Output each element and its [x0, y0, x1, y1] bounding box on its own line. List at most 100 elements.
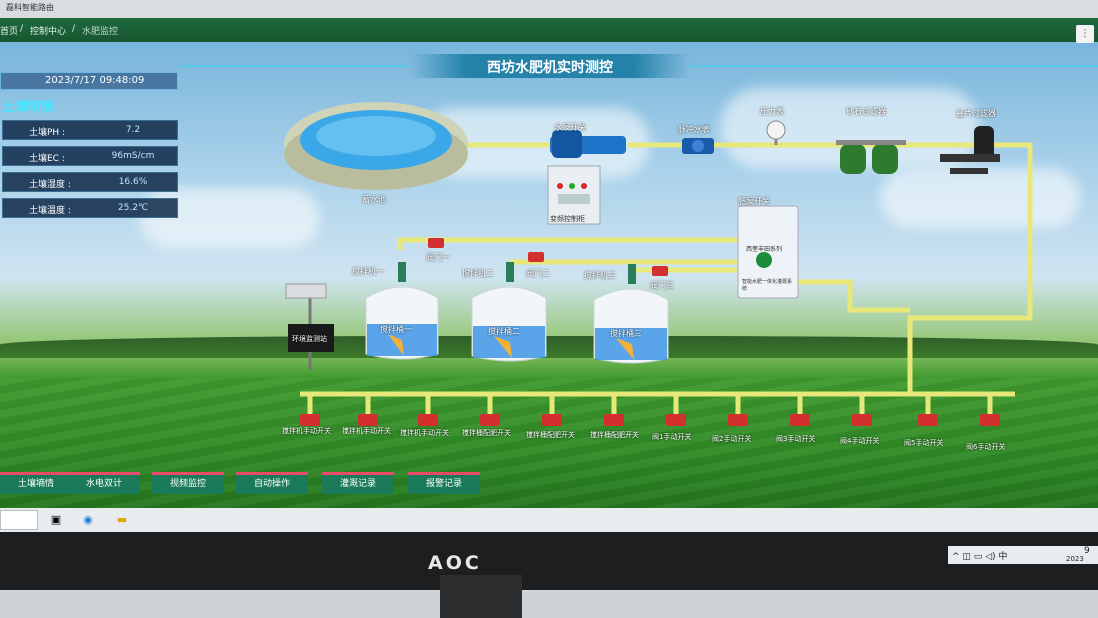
water-pool	[284, 102, 468, 190]
breadcrumb-control-center[interactable]: 控制中心	[30, 27, 67, 37]
nav-video-monitor[interactable]: 视频监控	[152, 472, 224, 494]
valve-three[interactable]	[652, 266, 668, 276]
mixer-label: 搅拌机一	[352, 267, 384, 276]
field-switch-label[interactable]: 搅拌桶配肥开关	[590, 431, 639, 439]
pool-label: 蓄水池	[362, 195, 386, 204]
field-valve-group	[300, 414, 1000, 426]
system-tray: ^ ◫ ▭ ◁) 中 9 2023	[948, 546, 1098, 564]
field-switch-label[interactable]: 阀3手动开关	[776, 435, 816, 443]
valve-label: 阀门二	[526, 269, 550, 278]
banner-line-right	[690, 65, 1098, 67]
valve-label: 阀门一	[426, 253, 450, 262]
windows-taskbar: ▣ ◉ ▬	[0, 508, 1098, 532]
field-switch-label[interactable]: 搅拌桶配肥开关	[462, 429, 511, 437]
file-explorer-icon[interactable]: ▬	[116, 513, 128, 526]
soil-section-title: 土壤墒情	[2, 100, 55, 115]
datetime-text: 2023/7/17 09:48:09	[45, 75, 145, 86]
field-switch-label[interactable]: 搅拌桶配肥开关	[526, 431, 575, 439]
fert-pump-switch-label: 肥泵开关	[738, 197, 770, 206]
sensor-value: 16.6%	[118, 177, 148, 187]
mixer-label: 搅拌机三	[584, 271, 616, 280]
breadcrumb-separator: /	[72, 24, 76, 34]
breadcrumb: 首页 / 控制中心 / 水肥监控 ⋮	[0, 18, 1098, 43]
field-switch-label[interactable]: 阀4手动开关	[840, 437, 880, 445]
water-pump[interactable]	[550, 130, 626, 158]
pressure-gauge	[766, 120, 786, 145]
vfd-label: 变频控制柜	[550, 215, 585, 223]
monitor-stand	[440, 575, 522, 618]
sensor-label: 土壤PH :	[29, 128, 66, 138]
vfd-cabinet[interactable]	[547, 165, 601, 225]
sensor-humidity: 土壤湿度 : 16.6%	[2, 172, 178, 192]
datetime-display: 2023/7/17 09:48:09	[0, 72, 178, 90]
tank-label: 搅拌桶二	[488, 327, 520, 336]
field-switch-label[interactable]: 阀5手动开关	[904, 439, 944, 447]
disc-filter-label: 叠片过滤器	[956, 109, 996, 118]
tray-clock-bottom[interactable]: 2023	[1066, 555, 1084, 563]
banner-line-left	[180, 65, 410, 67]
pump-switch-label: 水泵开关	[554, 123, 586, 132]
scada-screen: 首页 / 控制中心 / 水肥监控 ⋮ 西坊水肥机实时测控 2023/7/17 0…	[0, 18, 1098, 532]
valve-two[interactable]	[528, 252, 544, 262]
field-switch-label[interactable]: 阀1手动开关	[652, 433, 692, 441]
tree-line	[0, 336, 1098, 358]
nav-water-power[interactable]: 水电双计	[68, 472, 140, 494]
sensor-value: 96mS/cm	[111, 151, 155, 161]
sensor-ph: 土壤PH : 7.2	[2, 120, 178, 140]
field-rows	[0, 378, 1098, 518]
tank-label: 搅拌桶三	[610, 329, 642, 338]
sand-filter-label: 砂石过滤器	[846, 107, 886, 116]
pressure-gauge-label: 压力表	[760, 107, 784, 116]
monitor-brand-logo: AOC	[428, 552, 482, 574]
mixing-tank-two[interactable]	[471, 262, 547, 362]
sensor-ec: 土壤EC : 96mS/cm	[2, 146, 178, 166]
field-switch-label[interactable]: 搅拌机手动开关	[342, 427, 391, 435]
tray-icons[interactable]: ^ ◫ ▭ ◁) 中	[952, 552, 1008, 562]
tray-clock-top[interactable]: 9	[1084, 546, 1090, 556]
nav-irrigation-records[interactable]: 灌溉记录	[322, 472, 394, 494]
task-view-icon[interactable]: ▣	[50, 513, 62, 526]
tank-label: 搅拌桶一	[380, 325, 412, 334]
mixer-label: 搅拌机二	[462, 269, 494, 278]
sensor-label: 土壤EC :	[29, 154, 65, 164]
env-station-label: 环境监测站	[292, 335, 327, 343]
nav-auto-operation[interactable]: 自动操作	[236, 472, 308, 494]
page-title-banner: 西坊水肥机实时测控	[410, 54, 690, 78]
environment-station	[285, 283, 334, 370]
valve-label: 阀门三	[650, 281, 674, 290]
cloud	[880, 168, 1080, 228]
sensor-value: 25.2℃	[117, 203, 149, 213]
sand-filter	[836, 140, 906, 174]
pulse-meter-label: 脉冲水表	[678, 125, 710, 134]
desk-surface	[0, 590, 1098, 618]
sensor-value: 7.2	[125, 125, 141, 135]
disc-filter	[940, 126, 1000, 174]
taskbar-search[interactable]	[0, 510, 38, 530]
fertigation-machine[interactable]	[737, 205, 799, 299]
breadcrumb-home[interactable]: 首页	[0, 27, 19, 37]
window-title: 磊科智能路由	[6, 3, 54, 12]
edge-browser-icon[interactable]: ◉	[83, 513, 93, 526]
page-title: 西坊水肥机实时测控	[487, 60, 613, 76]
sensor-temperature: 土壤温度 : 25.2℃	[2, 198, 178, 218]
field-switch-label[interactable]: 搅拌机手动开关	[282, 427, 331, 435]
breadcrumb-current: 水肥监控	[82, 27, 119, 37]
browser-title-strip: 磊科智能路由	[0, 0, 1098, 18]
fert-machine-title: 西奎丰田系列	[746, 246, 783, 253]
fert-machine-subtitle: 智能水肥一体化灌溉系统	[742, 279, 793, 292]
field-switch-label[interactable]: 阀6手动开关	[966, 443, 1006, 451]
nav-soil-moisture[interactable]: 土壤墒情	[0, 472, 72, 494]
sensor-label: 土壤温度 :	[29, 206, 71, 216]
field-switch-label[interactable]: 阀2手动开关	[712, 435, 752, 443]
mixing-tank-one[interactable]	[365, 262, 439, 360]
breadcrumb-separator: /	[20, 24, 24, 34]
field-switch-label[interactable]: 搅拌机手动开关	[400, 429, 449, 437]
mixing-tank-three[interactable]	[593, 264, 669, 364]
irrigation-diagram	[284, 102, 1033, 426]
sensor-label: 土壤湿度 :	[29, 180, 71, 190]
valve-one[interactable]	[428, 238, 444, 248]
nav-alarm-records[interactable]: 报警记录	[408, 472, 480, 494]
more-menu-button[interactable]: ⋮	[1076, 25, 1094, 43]
pulse-water-meter	[682, 138, 714, 154]
